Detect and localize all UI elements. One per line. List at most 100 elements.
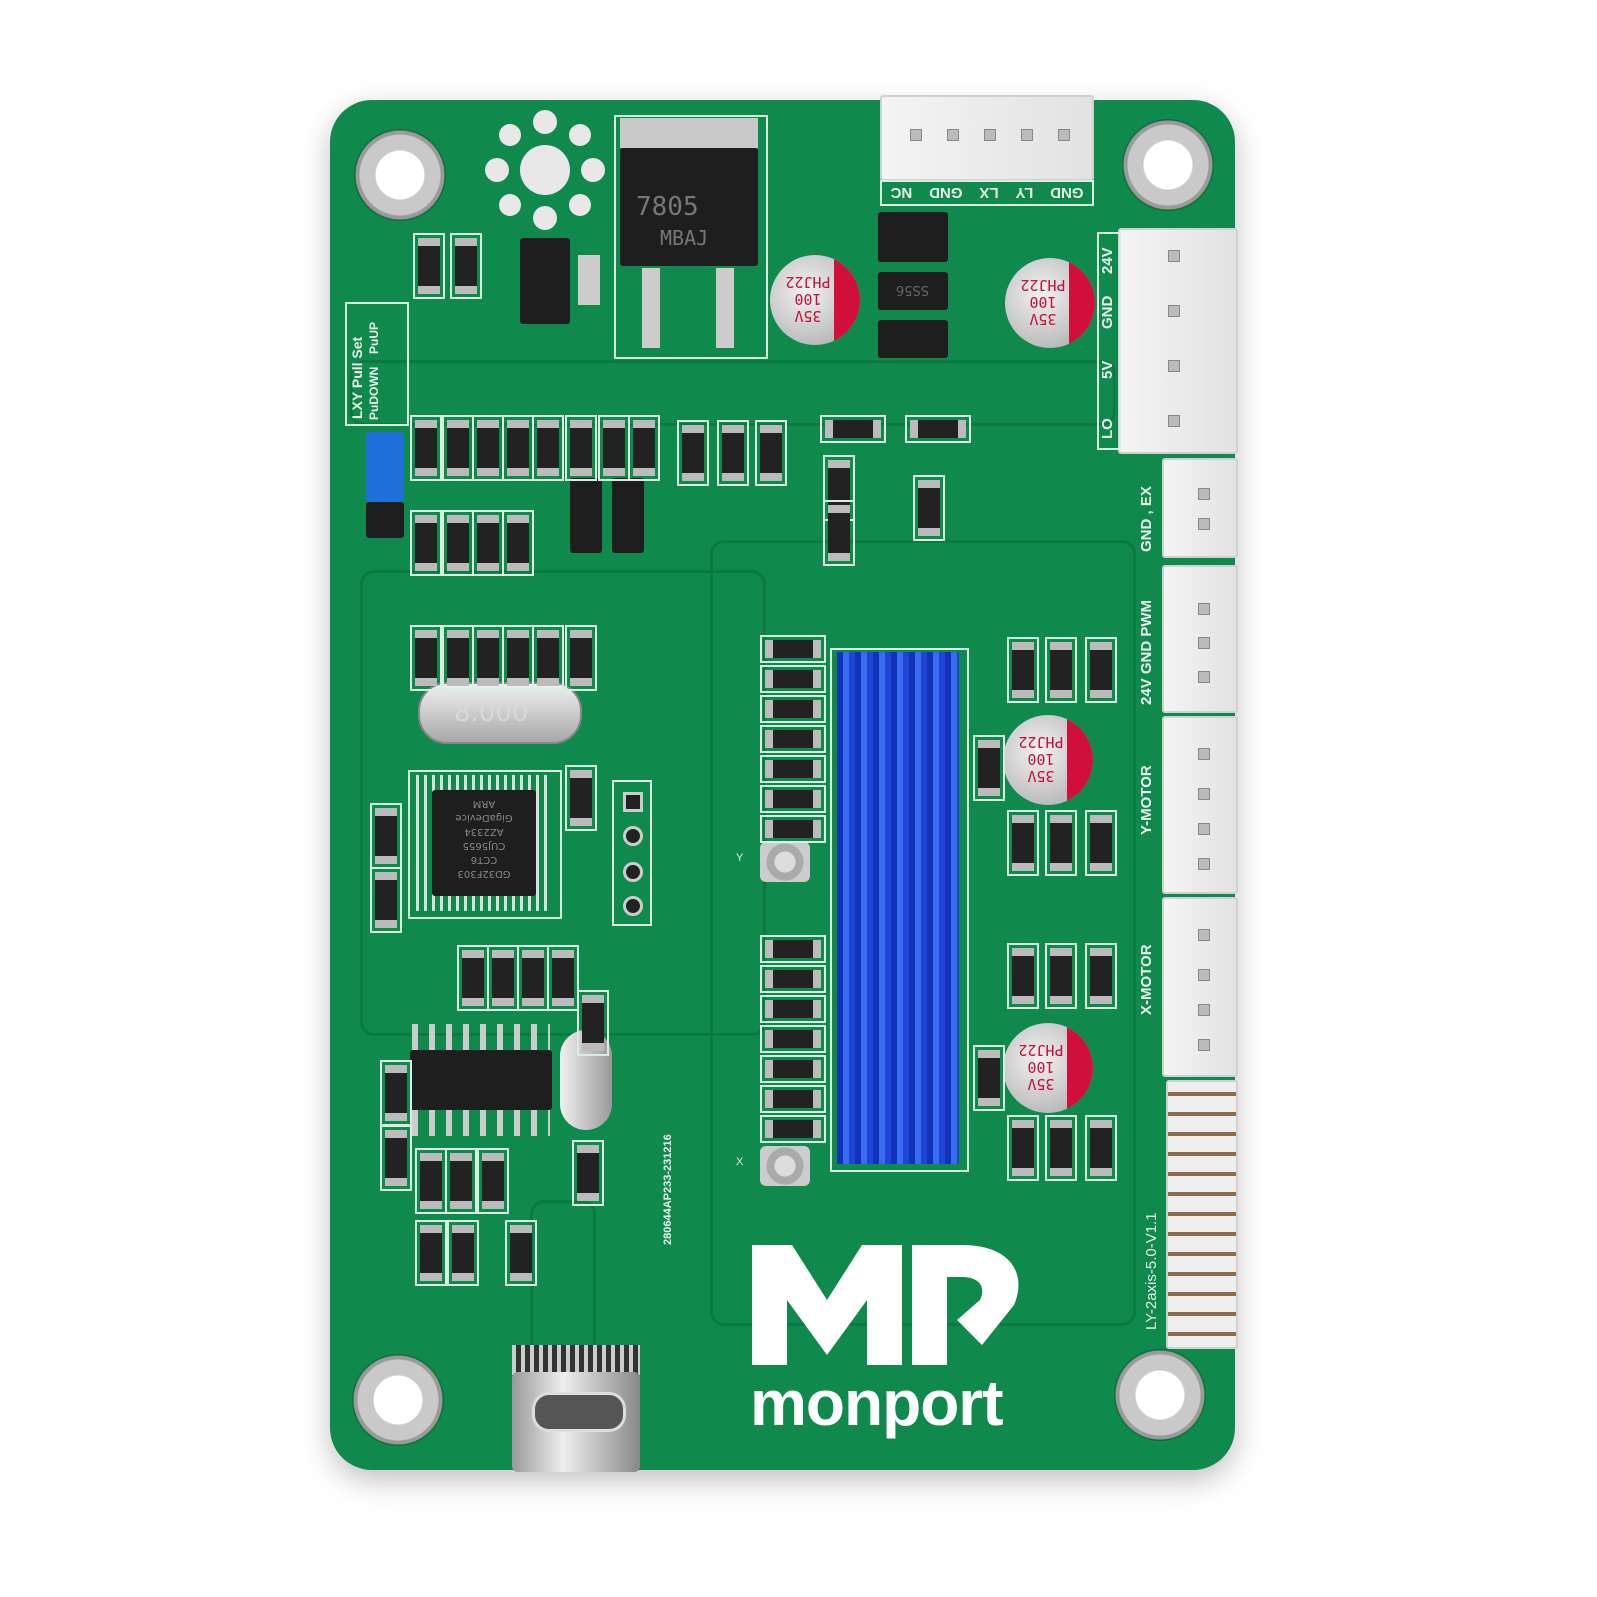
pull-set-box: LXY Pull Set PuUP PuDOWN [345, 302, 409, 426]
smd-resistor [760, 755, 826, 783]
smd-resistor [1085, 943, 1117, 1009]
smd-resistor [532, 415, 564, 481]
board-model-label: LY-2axis-5.0-V1.1 [1143, 1212, 1160, 1330]
smd-resistor [472, 510, 504, 576]
smd-resistor [445, 1148, 477, 1214]
smd-resistor [565, 415, 597, 481]
smd-resistor [415, 1148, 447, 1214]
smd-resistor [447, 1220, 479, 1286]
smd-resistor [442, 510, 474, 576]
smd-resistor [370, 803, 402, 869]
smd-resistor [760, 965, 826, 993]
jumper-header [366, 502, 404, 538]
smd-resistor [502, 625, 534, 691]
smd-resistor [1085, 1115, 1117, 1181]
smd-resistor [1045, 637, 1077, 703]
mounting-hole [354, 129, 446, 221]
pin-label: LX [979, 184, 999, 202]
smd-resistor [717, 420, 749, 486]
pin-label: GND [1099, 295, 1116, 329]
mounting-hole [1114, 1349, 1206, 1441]
pin-label: GND [929, 184, 963, 202]
heatsink [837, 652, 959, 1164]
diode-ss56: SS56 [878, 272, 948, 310]
trace [350, 360, 1116, 426]
pin-label: 24V [1099, 247, 1116, 274]
pull-set-title: LXY Pull Set [349, 336, 365, 419]
pin-label: LO [1099, 418, 1116, 439]
serial-label: 280644AP233-231216 [662, 1134, 674, 1245]
regulator-part: 7805 [636, 192, 699, 222]
smd-resistor [1007, 810, 1039, 876]
smd-resistor [457, 945, 489, 1011]
jumper-cap[interactable] [366, 432, 404, 502]
sot-tab [578, 255, 600, 305]
smd-resistor [973, 735, 1005, 801]
mcu-outline [408, 770, 562, 919]
smd-resistor [565, 765, 597, 831]
smd-resistor [1045, 1115, 1077, 1181]
smd-resistor [442, 625, 474, 691]
diode [878, 320, 948, 358]
smd-resistor [760, 695, 826, 723]
pull-down-label: PuDOWN [367, 366, 381, 420]
y-current-potentiometer[interactable] [760, 842, 810, 882]
smd-resistor [502, 415, 534, 481]
pwm-connector-label: 24V GND PWM [1138, 599, 1155, 705]
y-motor-connector[interactable] [1162, 716, 1238, 894]
smd-resistor [677, 420, 709, 486]
ex-connector[interactable] [1162, 458, 1238, 558]
smd-resistor [380, 1060, 412, 1126]
smd-resistor [442, 415, 474, 481]
pwm-connector[interactable] [1162, 565, 1238, 713]
smd-resistor [760, 665, 826, 693]
power-connector[interactable] [1118, 228, 1238, 454]
smd-resistor [1085, 637, 1117, 703]
smd-resistor [547, 945, 579, 1011]
smd-resistor [577, 990, 609, 1056]
smd-resistor [760, 1115, 826, 1143]
smd-resistor [760, 1025, 826, 1053]
smd-resistor [760, 1055, 826, 1083]
smd-resistor [532, 625, 564, 691]
smd-resistor [1007, 637, 1039, 703]
smd-resistor [517, 945, 549, 1011]
x-current-potentiometer[interactable] [760, 1146, 810, 1186]
sot-regulator [520, 238, 570, 324]
usb-c-port[interactable] [512, 1372, 640, 1472]
pin-label: LY [1015, 184, 1034, 202]
smd-resistor [820, 415, 886, 443]
diode-label: SS56 [896, 282, 930, 297]
smd-resistor [502, 510, 534, 576]
diode [878, 212, 948, 262]
smd-resistor [1007, 943, 1039, 1009]
smd-resistor [487, 945, 519, 1011]
top-limit-connector[interactable] [880, 95, 1094, 181]
smd-resistor [973, 1045, 1005, 1111]
regulator-code: MBAJ [660, 226, 709, 250]
smd-resistor [760, 635, 826, 663]
trace [360, 570, 766, 1036]
smd-resistor [472, 625, 504, 691]
smd-resistor [760, 785, 826, 813]
ribbon-fpc-connector[interactable] [1166, 1080, 1238, 1349]
smd-resistor [1007, 1115, 1039, 1181]
driver-outline [830, 648, 969, 1172]
monport-logo-mark [752, 1245, 1027, 1365]
smd-resistor [905, 415, 971, 443]
smd-resistor [572, 1140, 604, 1206]
smd-resistor [472, 415, 504, 481]
crystal-oscillator: 8.000 [418, 682, 582, 744]
regulator-outline [614, 115, 768, 359]
smd-resistor [1045, 810, 1077, 876]
voltage-regulator: 7805 MBAJ [620, 148, 758, 266]
smd-resistor [410, 510, 442, 576]
usb-serial-chip [410, 1050, 552, 1110]
pull-up-label: PuUP [367, 321, 381, 354]
diode [612, 478, 644, 553]
x-motor-connector[interactable] [1162, 897, 1238, 1077]
